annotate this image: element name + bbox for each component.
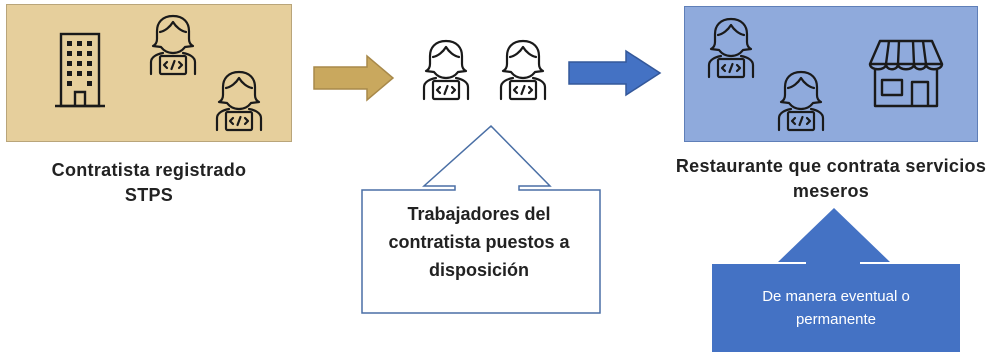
gold-arrow	[313, 54, 395, 102]
restaurant-label: Restaurante que contrata servicios meser…	[675, 156, 987, 201]
storefront-icon	[866, 38, 946, 110]
callout-outline	[361, 124, 601, 314]
blue-arrow	[568, 49, 662, 97]
workers-label: Trabajadores del contratista puestos a d…	[388, 204, 570, 280]
blue-up-arrow	[778, 208, 890, 266]
building-icon	[53, 28, 107, 108]
contractor-label: Contratista registrado STPS	[51, 160, 247, 205]
mode-box: De manera eventual o permanente	[712, 264, 960, 352]
mode-label: De manera eventual o permanente	[762, 288, 910, 328]
